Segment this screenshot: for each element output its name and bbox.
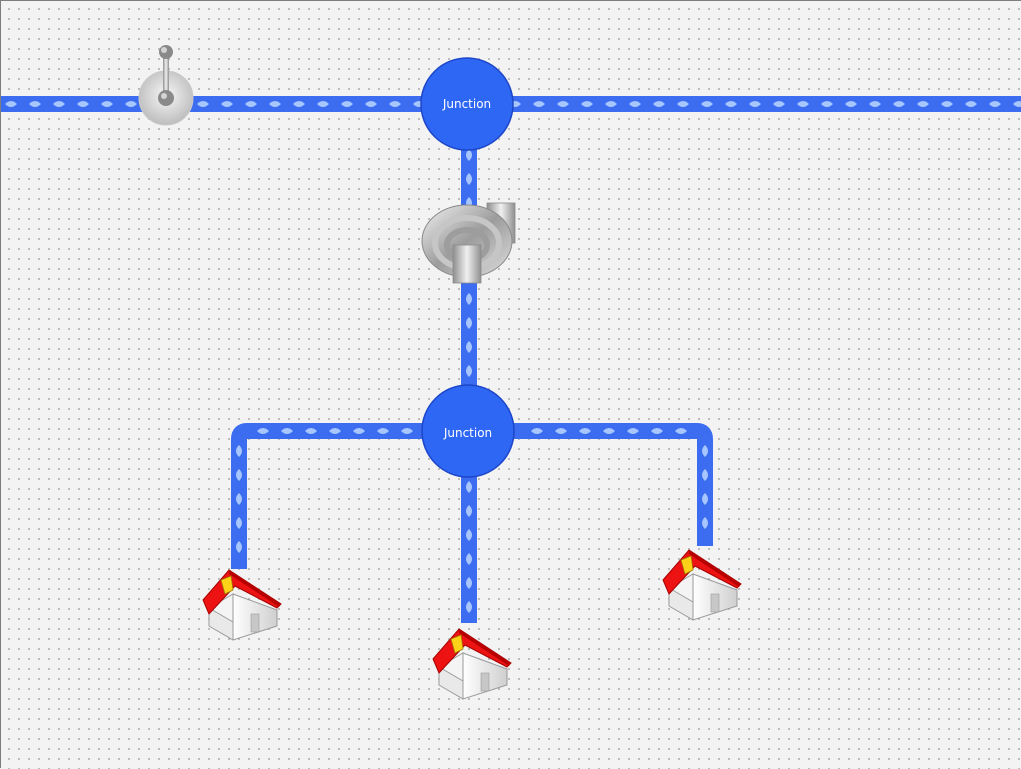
distribution-pipe-right (467, 423, 713, 546)
pump-icon[interactable] (421, 202, 516, 284)
junction-bottom[interactable]: Junction (421, 384, 515, 478)
distribution-pipe-center (461, 471, 477, 623)
house-icon[interactable] (662, 549, 742, 621)
distribution-pipe-left (231, 423, 467, 569)
house-icon[interactable] (432, 628, 512, 700)
valve-icon[interactable] (138, 45, 194, 126)
junction-top-label: Junction (442, 97, 491, 111)
house-icon[interactable] (202, 569, 282, 641)
junction-bottom-label: Junction (443, 426, 492, 440)
junction-top[interactable]: Junction (420, 57, 514, 151)
